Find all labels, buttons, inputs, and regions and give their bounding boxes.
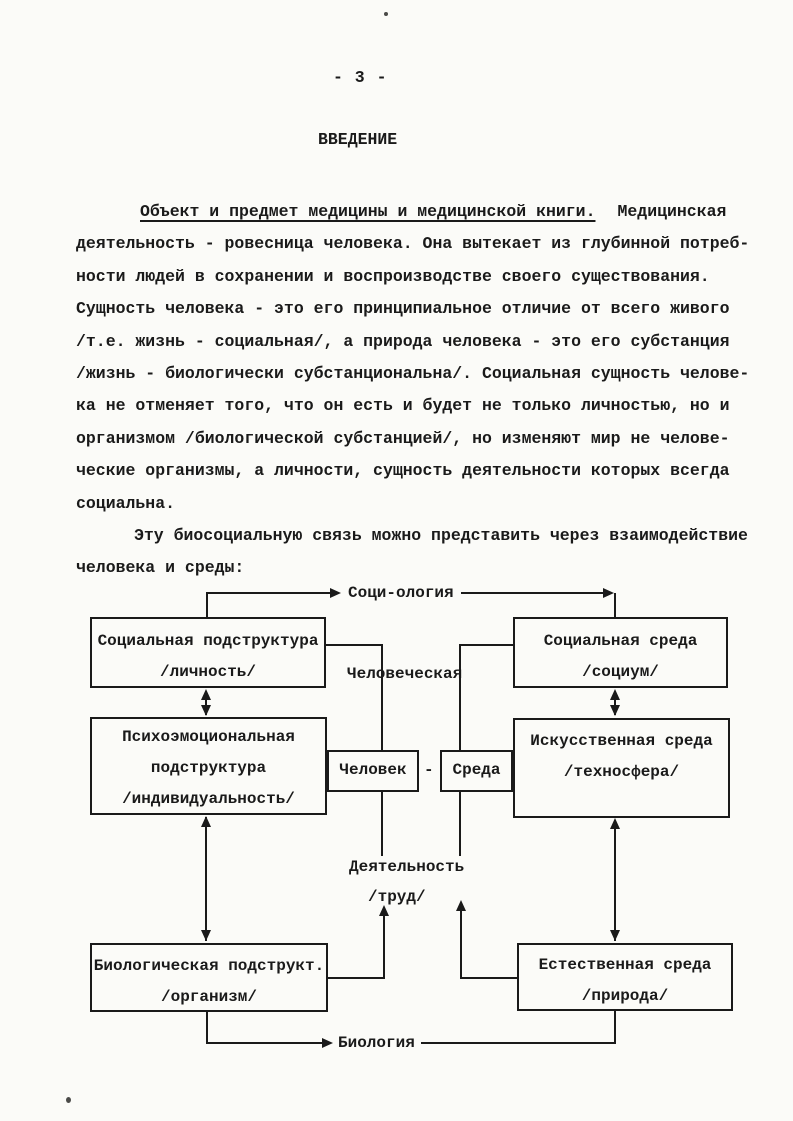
- page-title: ВВЕДЕНИЕ: [318, 130, 398, 149]
- box-line: Социальная подструктура: [97, 632, 319, 650]
- arrowhead: [201, 705, 211, 716]
- box-line: /личность/: [159, 663, 256, 681]
- connector-line: [206, 1042, 322, 1044]
- label-activity: Деятельность: [349, 858, 465, 876]
- box-line: Искусственная среда: [530, 732, 713, 750]
- connector-line: [381, 792, 383, 856]
- label-human-adjective: Человеческая: [347, 665, 463, 683]
- connector-line: [205, 691, 207, 715]
- connector-line: [326, 644, 383, 646]
- box-artificial-environment: Искусственная среда /техносфера/: [513, 718, 730, 818]
- paragraph-2: Эту биосоциальную связь можно представит…: [76, 520, 776, 585]
- connector-line: [206, 593, 208, 617]
- box-line: подструктура: [150, 759, 267, 777]
- paragraph-1: Объект и предмет медицины и медицинской …: [76, 196, 776, 520]
- box-line: Человек: [339, 761, 407, 779]
- scan-speck: [384, 12, 388, 16]
- body-line: Объект и предмет медицины и медицинской …: [76, 196, 776, 228]
- arrowhead: [610, 818, 620, 829]
- label-sociology: Соци-ология: [348, 584, 454, 602]
- label-labor: /труд/: [368, 888, 426, 906]
- arrowhead: [201, 816, 211, 827]
- connector-line: [206, 1012, 208, 1044]
- connector-line: [206, 592, 330, 594]
- box-human: Человек: [327, 750, 419, 792]
- body-line: организмом /биологической субстанцией/, …: [76, 428, 730, 448]
- box-line: /индивидуальность/: [122, 790, 295, 808]
- body-line: /жизнь - биологически субстанциональна/.…: [76, 363, 750, 383]
- body-line: человека и среды:: [76, 558, 245, 578]
- box-social-environment: Социальная среда /социум/: [513, 617, 728, 688]
- box-line: Социальная среда: [543, 632, 698, 650]
- label-biology: Биология: [338, 1034, 415, 1052]
- arrowhead: [610, 930, 620, 941]
- connector-line: [205, 817, 207, 941]
- arrowhead: [610, 689, 620, 700]
- connector-line: [459, 792, 461, 856]
- connector-line: [460, 977, 518, 979]
- connector-line: [614, 820, 616, 941]
- connector-line: [381, 644, 383, 750]
- body-line-text: Эту биосоциальную связь можно представит…: [134, 526, 748, 545]
- box-psycho-substructure: Психоэмоциональная подструктура /индивид…: [90, 717, 327, 815]
- box-line: /техносфера/: [563, 763, 680, 781]
- arrowhead: [603, 588, 614, 598]
- box-line: Психоэмоциональная: [122, 728, 295, 746]
- scan-speck: [66, 1097, 71, 1103]
- connector-line: [383, 914, 385, 979]
- connector-line: [328, 977, 385, 979]
- connector-line: [461, 592, 603, 594]
- lead-rest-text: Медицинская: [617, 202, 727, 221]
- page-number: - 3 -: [333, 68, 388, 87]
- body-line: Сущность человека - это его принципиальн…: [76, 299, 730, 319]
- arrowhead: [610, 705, 620, 716]
- connector-line: [421, 1042, 616, 1044]
- body-line: /т.е. жизнь - социальная/, а природа чел…: [76, 331, 730, 351]
- arrowhead: [330, 588, 341, 598]
- arrowhead: [201, 930, 211, 941]
- box-line: Биологическая подструкт.: [93, 957, 325, 975]
- connector-line: [460, 909, 462, 979]
- box-social-substructure: Социальная подструктура /личность/: [90, 617, 326, 688]
- body-line: социальна.: [76, 493, 176, 513]
- box-line: Естественная среда: [538, 956, 712, 974]
- lead-underlined-text: Объект и предмет медицины и медицинской …: [140, 202, 596, 221]
- box-line: /природа/: [581, 987, 669, 1005]
- connector-line: [614, 593, 616, 617]
- body-line: ности людей в сохранении и воспроизводст…: [76, 266, 710, 286]
- box-line: /социум/: [582, 663, 659, 681]
- box-line: /организм/: [160, 988, 257, 1006]
- arrowhead: [379, 905, 389, 916]
- body-line: Эту биосоциальную связь можно представит…: [76, 520, 776, 552]
- label-dash: -: [424, 761, 434, 779]
- arrowhead: [201, 689, 211, 700]
- connector-line: [614, 691, 616, 715]
- arrowhead: [322, 1038, 333, 1048]
- box-line: Среда: [452, 761, 501, 779]
- body-line: деятельность - ровесница человека. Она в…: [76, 234, 750, 254]
- body-line: ческие организмы, а личности, сущность д…: [76, 461, 730, 481]
- body-line: ка не отменяет того, что он есть и будет…: [76, 396, 730, 416]
- connector-line: [614, 1011, 616, 1044]
- connector-line: [459, 644, 515, 646]
- box-bio-substructure: Биологическая подструкт. /организм/: [90, 943, 328, 1012]
- connector-line: [459, 644, 461, 750]
- box-environment: Среда: [440, 750, 513, 792]
- arrowhead: [456, 900, 466, 911]
- box-natural-environment: Естественная среда /природа/: [517, 943, 733, 1011]
